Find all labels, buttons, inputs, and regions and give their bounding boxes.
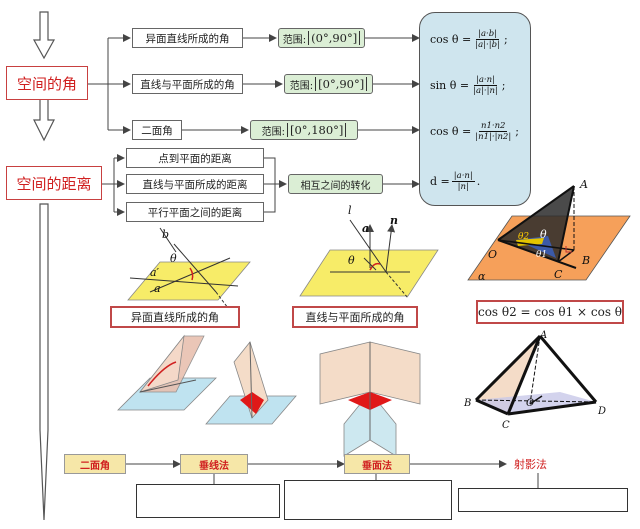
dihedral-label: 二面角: [64, 454, 126, 474]
formula-den: |n1|·|n2|: [475, 132, 512, 142]
label-A: A: [580, 178, 588, 191]
formula-panel: cos θ = |a·b||a|·|b| ; sin θ = |a·n||a|·…: [419, 12, 531, 206]
pyramid-label-A: A: [540, 330, 548, 341]
topic-angle: 空间的角: [6, 66, 88, 100]
topic-distance: 空间的距离: [6, 166, 102, 200]
line-plane-figure: [299, 219, 439, 299]
label-vec-a: a: [362, 222, 370, 235]
caption-projection: cos θ2 = cos θ1 × cos θ: [476, 300, 624, 324]
range-skew: 范围: (0°,90°]: [278, 28, 365, 48]
label-vec-n: n: [390, 214, 398, 227]
formula-end: ;: [501, 79, 506, 92]
caption-line-plane: 直线与平面所成的角: [292, 306, 418, 328]
formula-line-plane: sin θ = |a·n||a|·|n| ;: [430, 75, 506, 96]
range-dihedral: 范围: [0°,180°]: [250, 120, 358, 140]
distance-line-plane: 直线与平面所成的距离: [126, 174, 264, 194]
method-perpendicular-line: 垂线法: [180, 454, 248, 474]
angle-type-dihedral: 二面角: [132, 120, 182, 140]
pyramid-figure: [474, 334, 598, 416]
range-line-plane: 范围: [0°,90°]: [284, 74, 373, 94]
formula-den: |a|·|b|: [475, 40, 500, 50]
range-value: [0°,90°]: [315, 77, 368, 91]
label-alpha: α: [478, 270, 486, 283]
distance-parallel-planes: 平行平面之间的距离: [126, 202, 264, 222]
skew-lines-figure: [127, 227, 251, 309]
label-C: C: [554, 268, 563, 281]
pyramid-label-O: O: [526, 398, 535, 409]
range-prefix: 范围:: [261, 126, 285, 138]
label-B: B: [582, 254, 591, 267]
dihedral-figure-3: [319, 341, 421, 457]
formula-lhs: sin θ =: [430, 79, 470, 92]
answer-box-3: [458, 488, 628, 512]
answer-box-1: [136, 484, 280, 518]
distance-point-plane: 点到平面的距离: [126, 148, 264, 168]
label-O: O: [488, 248, 498, 261]
range-value: [0°,180°]: [286, 123, 347, 137]
label-theta: θ: [170, 252, 177, 265]
range-prefix: 范围:: [282, 34, 307, 46]
label-l: l: [348, 204, 352, 217]
range-prefix: 范围:: [289, 80, 314, 92]
formula-num: |a·n|: [451, 171, 475, 182]
angle-type-line-plane: 直线与平面所成的角: [132, 74, 243, 94]
dihedral-figure-2: [205, 341, 297, 425]
label-a-prime: a′: [150, 266, 160, 279]
formula-den: |n|: [457, 182, 469, 192]
conversion-box: 相互之间的转化: [288, 174, 383, 194]
formula-num: |a·n|: [473, 75, 497, 86]
formula-end: ;: [515, 125, 519, 138]
dihedral-figure-1: [117, 334, 217, 411]
pyramid-label-B: B: [464, 398, 472, 409]
caption-skew: 异面直线所成的角: [110, 306, 240, 328]
pyramid-label-C: C: [502, 420, 510, 431]
method-perpendicular-plane: 垂面法: [344, 454, 410, 474]
label-theta2: θ2: [518, 232, 530, 242]
formula-num: |a·b|: [476, 29, 500, 40]
label-theta-proj: θ: [540, 228, 547, 241]
pyramid-label-D: D: [598, 406, 607, 417]
formula-distance: d = |a·n||n| .: [430, 171, 480, 192]
formula-dihedral: cos θ = n1·n2|n1|·|n2| ;: [430, 121, 519, 142]
formula-lhs: cos θ =: [430, 33, 472, 46]
main-flow-arrow: [32, 11, 56, 521]
formula-end: ;: [503, 33, 508, 46]
label-theta-2: θ: [348, 254, 355, 267]
label-theta1: θ1: [536, 250, 548, 260]
formula-den: |a|·|n|: [473, 86, 498, 96]
formula-skew: cos θ = |a·b||a|·|b| ;: [430, 29, 508, 50]
projection-figure: [467, 185, 631, 281]
formula-num: n1·n2: [478, 121, 508, 132]
formula-end: .: [476, 175, 481, 188]
formula-lhs: d =: [430, 175, 450, 188]
label-b: b: [162, 228, 170, 241]
label-a: a: [154, 282, 161, 295]
angle-type-skew: 异面直线所成的角: [132, 28, 243, 48]
method-projection: 射影法: [514, 458, 547, 471]
formula-lhs: cos θ =: [430, 125, 472, 138]
range-value: (0°,90°]: [308, 31, 361, 45]
answer-box-2: [284, 480, 452, 520]
